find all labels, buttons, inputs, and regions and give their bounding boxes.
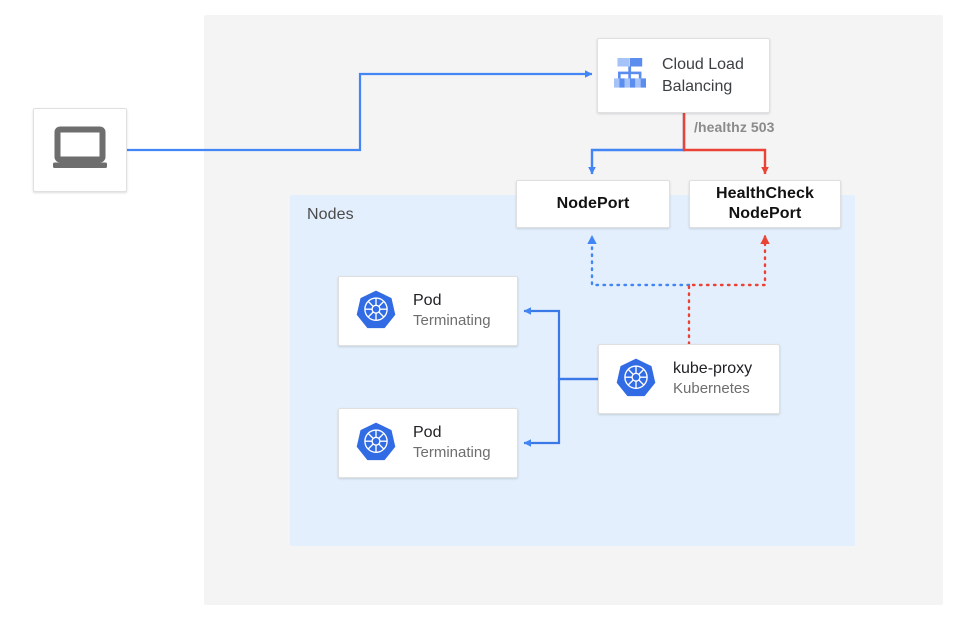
pod-text-block: Pod Terminating bbox=[413, 291, 491, 331]
nodeport-card[interactable]: NodePort bbox=[516, 180, 670, 228]
kube-proxy-card[interactable]: kube-proxy Kubernetes bbox=[598, 344, 780, 414]
pod-text-block: Pod Terminating bbox=[413, 423, 491, 463]
laptop-icon bbox=[51, 126, 109, 175]
cloud-load-balancing-icon bbox=[609, 52, 651, 99]
pod-status: Terminating bbox=[413, 444, 491, 461]
nodeport-label: NodePort bbox=[556, 195, 630, 212]
kube-proxy-title: kube-proxy bbox=[673, 360, 753, 377]
pod-title: Pod bbox=[413, 292, 442, 309]
healthz-status-label: /healthz 503 bbox=[694, 119, 775, 135]
pod-title: Pod bbox=[413, 424, 442, 441]
kubernetes-icon bbox=[356, 289, 396, 334]
healthcheck-nodeport-label: HealthCheck NodePort bbox=[716, 184, 814, 224]
healthcheck-nodeport-card[interactable]: HealthCheck NodePort bbox=[689, 180, 841, 228]
kube-proxy-text-block: kube-proxy Kubernetes bbox=[673, 359, 752, 399]
cloud-load-balancing-label: Cloud Load Balancing bbox=[662, 54, 744, 98]
cloud-load-balancing-line2: Balancing bbox=[662, 77, 733, 95]
pod-status: Terminating bbox=[413, 312, 491, 329]
client-device-card[interactable] bbox=[33, 108, 127, 192]
healthcheck-nodeport-line1: HealthCheck bbox=[715, 185, 815, 202]
healthcheck-nodeport-line2: NodePort bbox=[728, 205, 802, 222]
cloud-load-balancing-line1: Cloud Load bbox=[662, 55, 744, 73]
kubernetes-icon bbox=[616, 357, 656, 402]
kubernetes-icon bbox=[356, 421, 396, 466]
cloud-load-balancing-card[interactable]: Cloud Load Balancing bbox=[597, 38, 770, 113]
pod-card[interactable]: Pod Terminating bbox=[338, 276, 518, 346]
pod-card[interactable]: Pod Terminating bbox=[338, 408, 518, 478]
nodes-panel-label: Nodes bbox=[307, 206, 354, 223]
kube-proxy-subtitle: Kubernetes bbox=[673, 380, 750, 397]
